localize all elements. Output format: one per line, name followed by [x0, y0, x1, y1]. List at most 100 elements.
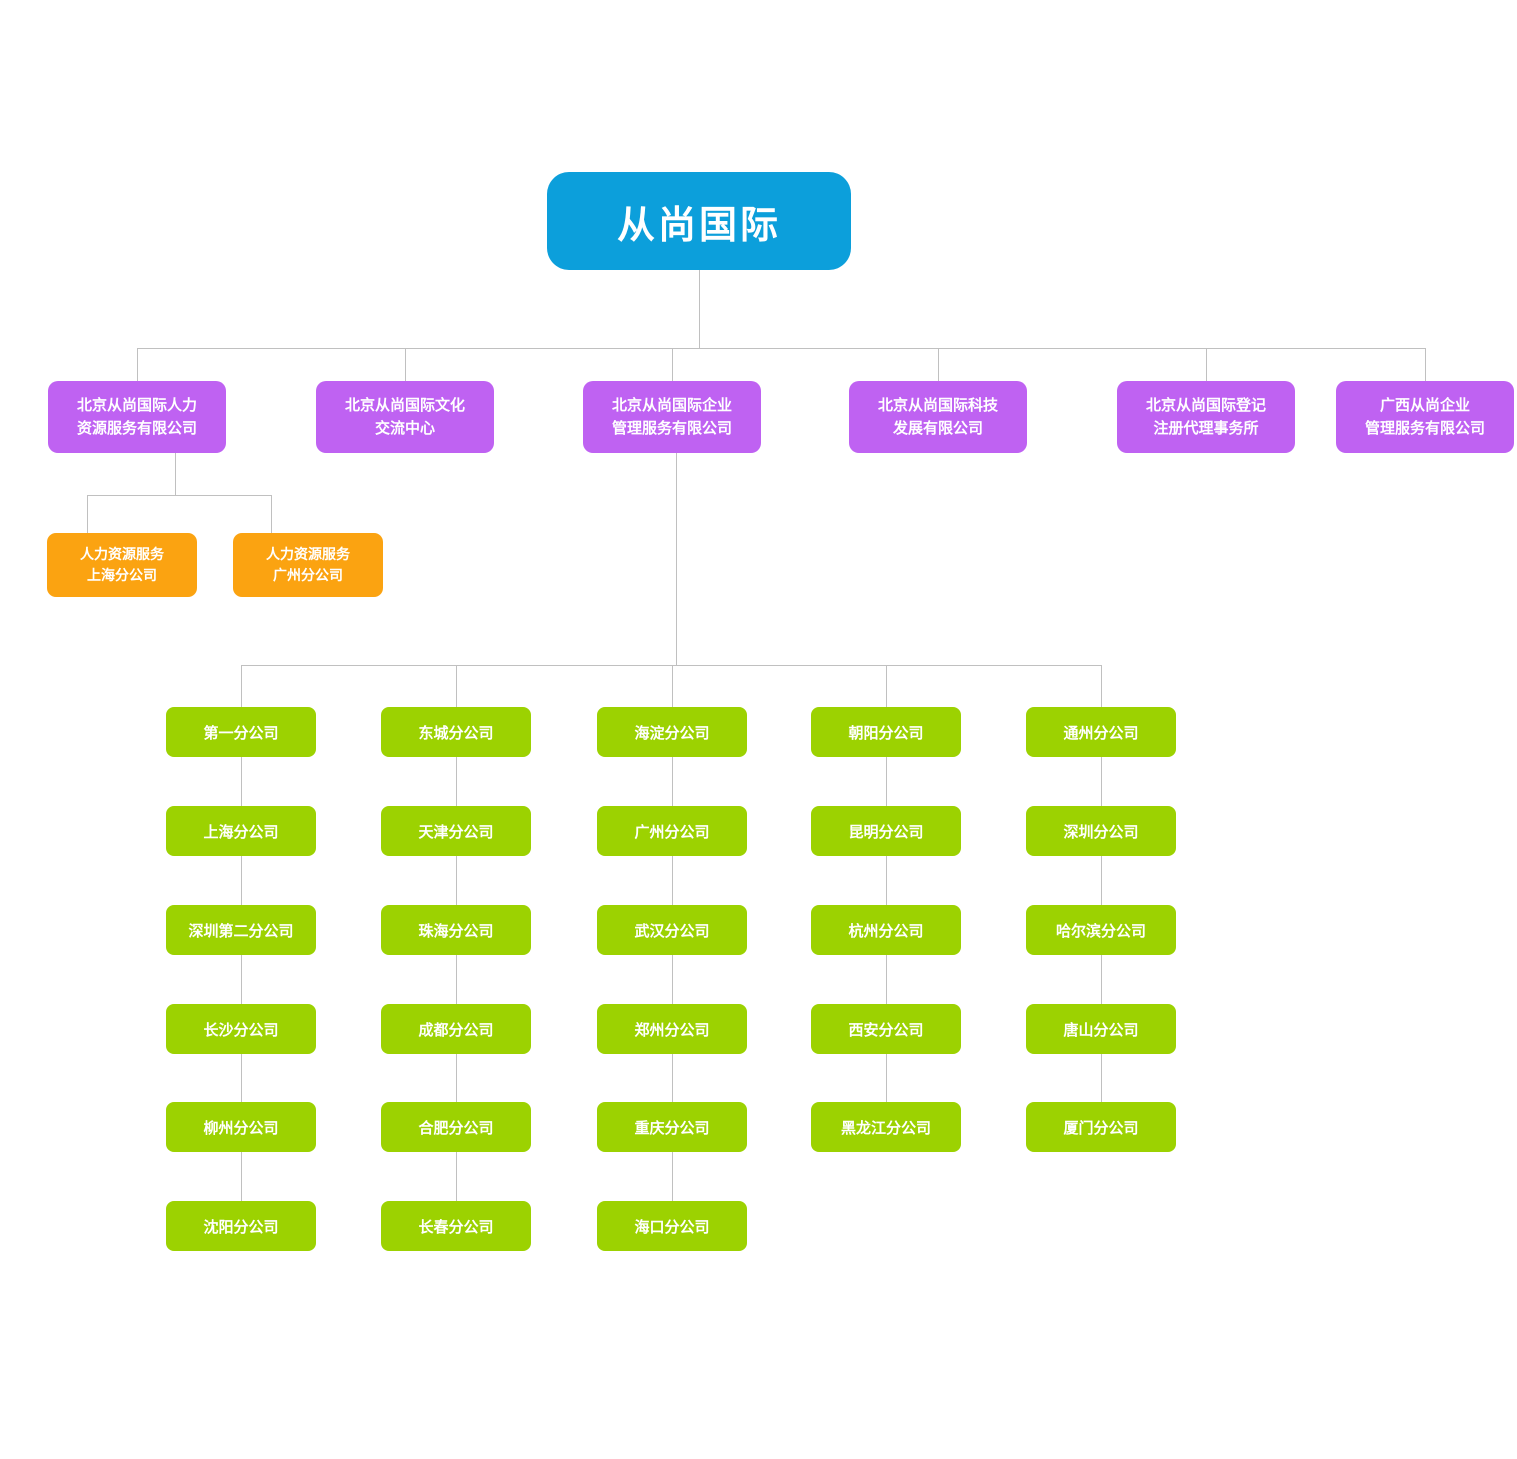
connector-line	[699, 270, 700, 348]
node-label: 郑州分公司	[634, 1021, 710, 1039]
node-label: 柳州分公司	[203, 1119, 279, 1137]
connector-line	[241, 757, 242, 806]
node-branch-c3-r1[interactable]: 海淀分公司	[597, 707, 747, 757]
node-label: 沈阳分公司	[203, 1218, 279, 1236]
node-label-line2: 上海分公司	[87, 567, 157, 583]
node-label: 上海分公司	[203, 823, 279, 841]
connector-line	[886, 856, 887, 905]
node-branch-c5-r4[interactable]: 唐山分公司	[1026, 1004, 1176, 1054]
connector-line	[456, 665, 457, 707]
connector-line	[1101, 856, 1102, 905]
node-branch-c5-r2[interactable]: 深圳分公司	[1026, 806, 1176, 856]
node-label: 东城分公司	[418, 724, 494, 742]
node-l2-registration-office[interactable]: 北京从尚国际登记 注册代理事务所	[1117, 381, 1295, 453]
connector-line	[456, 757, 457, 806]
node-branch-c2-r1[interactable]: 东城分公司	[381, 707, 531, 757]
connector-line	[672, 665, 673, 707]
node-label: 杭州分公司	[848, 922, 924, 940]
connector-line	[271, 495, 272, 533]
node-hr-branch-shanghai[interactable]: 人力资源服务 上海分公司	[47, 533, 197, 597]
node-hr-branch-guangzhou[interactable]: 人力资源服务 广州分公司	[233, 533, 383, 597]
node-branch-c4-r5[interactable]: 黑龙江分公司	[811, 1102, 961, 1152]
node-branch-c5-r1[interactable]: 通州分公司	[1026, 707, 1176, 757]
node-l2-mgmt-company[interactable]: 北京从尚国际企业 管理服务有限公司	[583, 381, 761, 453]
node-label-line2: 管理服务有限公司	[611, 420, 732, 437]
node-l2-hr-company[interactable]: 北京从尚国际人力 资源服务有限公司	[48, 381, 226, 453]
node-branch-c4-r1[interactable]: 朝阳分公司	[811, 707, 961, 757]
node-label: 第一分公司	[203, 724, 279, 742]
node-branch-c2-r2[interactable]: 天津分公司	[381, 806, 531, 856]
node-label: 朝阳分公司	[848, 724, 924, 742]
node-branch-c2-r5[interactable]: 合肥分公司	[381, 1102, 531, 1152]
node-branch-c3-r5[interactable]: 重庆分公司	[597, 1102, 747, 1152]
node-label: 唐山分公司	[1063, 1021, 1139, 1039]
connector-line	[886, 1054, 887, 1102]
node-label-line1: 人力资源服务	[266, 546, 350, 562]
node-branch-c5-r3[interactable]: 哈尔滨分公司	[1026, 905, 1176, 955]
connector-line	[676, 453, 677, 665]
connector-line	[1101, 757, 1102, 806]
node-label: 重庆分公司	[634, 1119, 710, 1137]
connector-line	[672, 1152, 673, 1201]
node-label-line2: 管理服务有限公司	[1364, 420, 1485, 437]
node-label: 深圳第二分公司	[188, 922, 294, 940]
node-label: 海淀分公司	[634, 724, 710, 742]
node-branch-c4-r2[interactable]: 昆明分公司	[811, 806, 961, 856]
node-label: 武汉分公司	[634, 922, 710, 940]
connector-line	[241, 1054, 242, 1102]
node-root[interactable]: 从尚国际	[547, 172, 851, 270]
node-label: 天津分公司	[418, 823, 494, 841]
node-branch-c1-r6[interactable]: 沈阳分公司	[166, 1201, 316, 1251]
node-branch-c4-r3[interactable]: 杭州分公司	[811, 905, 961, 955]
node-branch-c2-r6[interactable]: 长春分公司	[381, 1201, 531, 1251]
node-branch-c1-r3[interactable]: 深圳第二分公司	[166, 905, 316, 955]
node-label-line1: 人力资源服务	[80, 546, 164, 562]
node-branch-c3-r6[interactable]: 海口分公司	[597, 1201, 747, 1251]
node-label-line1: 北京从尚国际人力	[76, 397, 197, 414]
connector-line	[241, 955, 242, 1004]
connector-line	[456, 1054, 457, 1102]
connector-line	[672, 757, 673, 806]
node-root-label: 从尚国际	[616, 204, 781, 247]
connector-line	[938, 348, 939, 381]
node-label-line2: 注册代理事务所	[1153, 420, 1259, 437]
node-label: 厦门分公司	[1063, 1119, 1139, 1137]
node-l2-culture-center[interactable]: 北京从尚国际文化 交流中心	[316, 381, 494, 453]
connector-line	[886, 665, 887, 707]
node-label-line2: 资源服务有限公司	[76, 420, 197, 437]
node-label-line1: 北京从尚国际科技	[877, 397, 998, 414]
connector-line	[672, 348, 673, 381]
node-branch-c1-r5[interactable]: 柳州分公司	[166, 1102, 316, 1152]
node-label: 西安分公司	[848, 1021, 924, 1039]
node-branch-c1-r2[interactable]: 上海分公司	[166, 806, 316, 856]
connector-line	[241, 856, 242, 905]
connector-line	[87, 495, 88, 533]
node-branch-c3-r4[interactable]: 郑州分公司	[597, 1004, 747, 1054]
node-branch-c4-r4[interactable]: 西安分公司	[811, 1004, 961, 1054]
node-branch-c3-r3[interactable]: 武汉分公司	[597, 905, 747, 955]
connector-line	[175, 453, 176, 495]
node-label: 黑龙江分公司	[840, 1119, 931, 1137]
node-l2-tech-company[interactable]: 北京从尚国际科技 发展有限公司	[849, 381, 1027, 453]
node-branch-c5-r5[interactable]: 厦门分公司	[1026, 1102, 1176, 1152]
node-branch-c1-r4[interactable]: 长沙分公司	[166, 1004, 316, 1054]
node-branch-c2-r4[interactable]: 成都分公司	[381, 1004, 531, 1054]
node-l2-guangxi-company[interactable]: 广西从尚企业 管理服务有限公司	[1336, 381, 1514, 453]
connector-line	[405, 348, 406, 381]
node-branch-c3-r2[interactable]: 广州分公司	[597, 806, 747, 856]
connector-line	[87, 495, 272, 496]
node-label-line1: 北京从尚国际企业	[611, 397, 732, 414]
connector-line	[672, 955, 673, 1004]
node-label: 长沙分公司	[203, 1021, 279, 1039]
node-label: 深圳分公司	[1063, 823, 1139, 841]
node-label-line2: 发展有限公司	[892, 420, 983, 437]
node-branch-c1-r1[interactable]: 第一分公司	[166, 707, 316, 757]
node-branch-c2-r3[interactable]: 珠海分公司	[381, 905, 531, 955]
connector-line	[1101, 955, 1102, 1004]
connector-line	[672, 1054, 673, 1102]
node-label: 通州分公司	[1063, 724, 1139, 742]
connector-line	[1425, 348, 1426, 381]
node-label-line1: 广西从尚企业	[1379, 397, 1470, 414]
node-label-line2: 交流中心	[374, 420, 435, 437]
